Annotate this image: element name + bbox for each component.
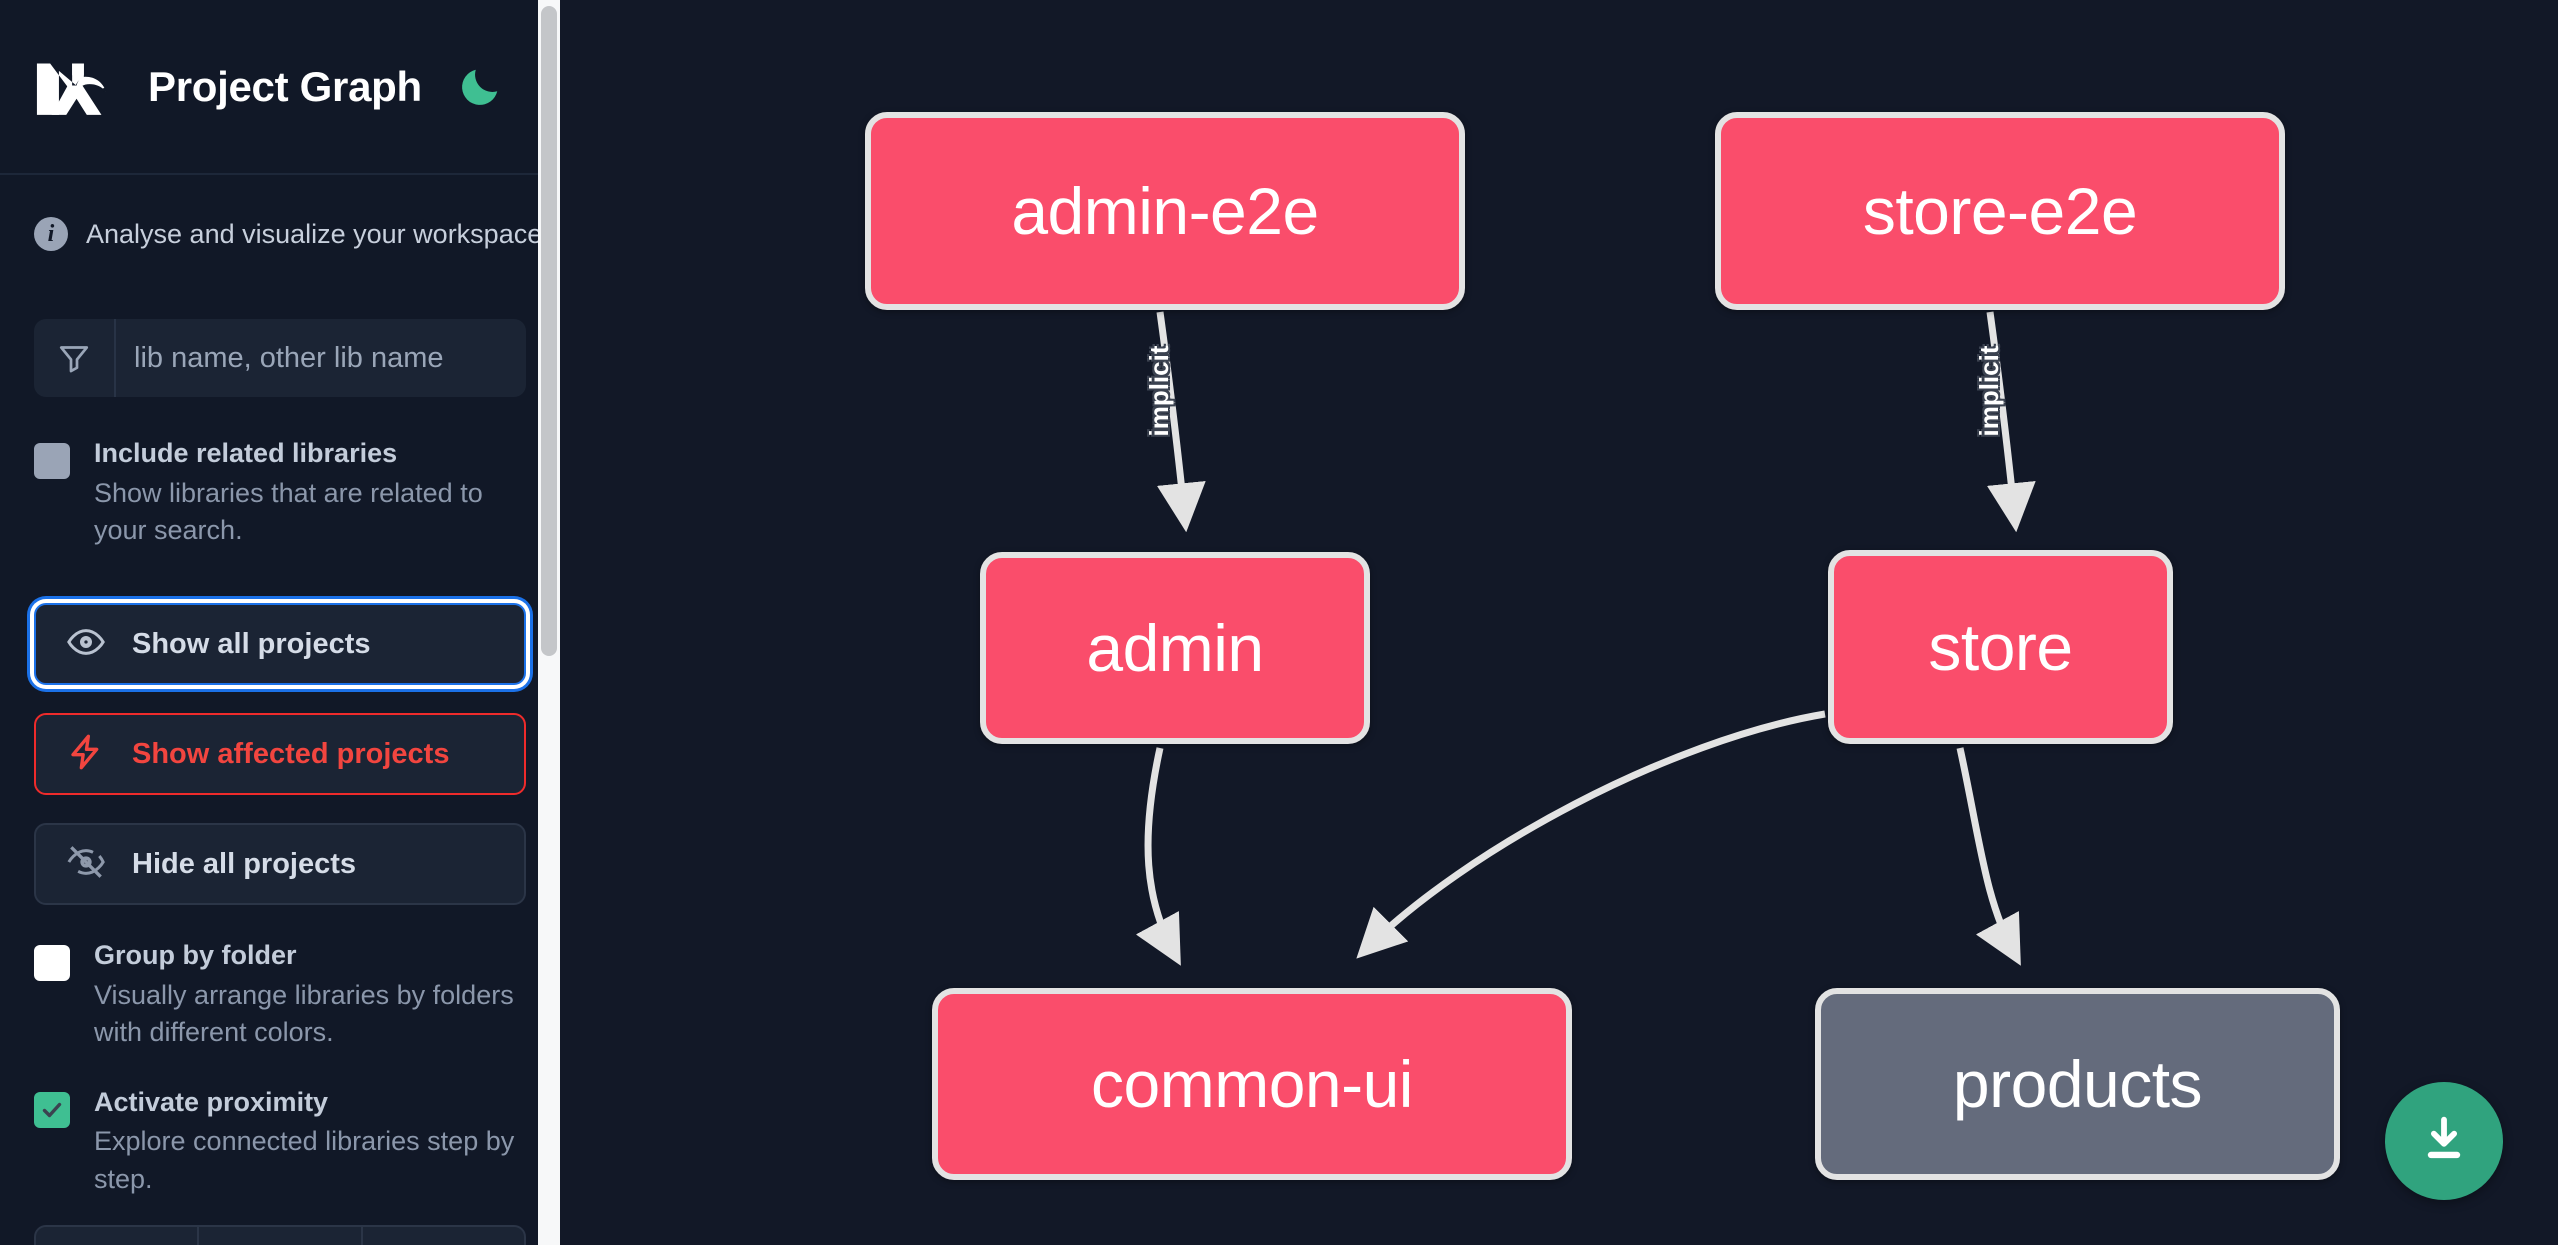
search-input[interactable] xyxy=(116,319,526,397)
graph-node-admin-e2e[interactable]: admin-e2e xyxy=(865,112,1465,310)
node-label: common-ui xyxy=(1091,1047,1413,1121)
download-graph-button[interactable] xyxy=(2385,1082,2503,1200)
visibility-button-group: Show all projects Show affected projects xyxy=(34,603,526,906)
graph-node-products[interactable]: products xyxy=(1815,988,2340,1180)
edge-admin-to-common-ui xyxy=(1135,747,1181,966)
option-label: Include related libraries xyxy=(94,438,398,468)
option-description: Explore connected libraries step by step… xyxy=(94,1126,515,1194)
eye-icon xyxy=(66,622,106,667)
sidebar-scrollbar[interactable] xyxy=(538,0,560,1245)
button-label: Hide all projects xyxy=(132,847,357,880)
edge-admin-e2e-to-admin xyxy=(1156,311,1206,533)
edge-store-e2e-to-store xyxy=(1986,311,2036,533)
sidebar-scrollbar-thumb[interactable] xyxy=(541,6,557,656)
option-label: Group by folder xyxy=(94,940,297,971)
show-affected-projects-button[interactable]: Show affected projects xyxy=(34,713,526,796)
button-label: Show affected projects xyxy=(132,737,450,770)
graph-canvas[interactable]: implicit implicit admin-e2e store-e2e ad… xyxy=(560,0,2558,1245)
sidebar-header: Project Graph xyxy=(0,0,560,175)
edge-label-implicit-store: implicit xyxy=(1974,345,2004,437)
download-icon xyxy=(2415,1110,2473,1173)
sidebar: Project Graph i Analyse and visualize yo… xyxy=(0,0,560,1245)
node-label: admin-e2e xyxy=(1011,174,1319,248)
show-all-projects-button[interactable]: Show all projects xyxy=(34,603,526,686)
workspace-tagline: i Analyse and visualize your workspace. xyxy=(34,175,550,261)
node-label: admin xyxy=(1086,611,1264,685)
tagline-text: Analyse and visualize your workspace. xyxy=(86,218,550,249)
page-title: Project Graph xyxy=(148,62,422,110)
search-field[interactable] xyxy=(34,319,526,397)
graph-node-admin[interactable]: admin xyxy=(980,552,1370,744)
graph-node-store[interactable]: store xyxy=(1828,550,2173,744)
edge-label-implicit-admin: implicit xyxy=(1144,345,1174,437)
graph-node-common-ui[interactable]: common-ui xyxy=(932,988,1572,1180)
button-label: Show all projects xyxy=(132,627,371,660)
node-label: store-e2e xyxy=(1862,174,2138,248)
checkbox-group-by-folder[interactable] xyxy=(34,945,70,982)
option-description: Visually arrange libraries by folders wi… xyxy=(94,980,514,1048)
nx-logo-icon xyxy=(34,56,122,118)
segment-option-2[interactable] xyxy=(199,1227,363,1245)
moon-icon[interactable] xyxy=(456,63,504,111)
option-include-related-libraries[interactable]: Include related libraries Show libraries… xyxy=(34,437,526,549)
segmented-control[interactable] xyxy=(34,1225,526,1245)
lightning-icon xyxy=(66,732,106,777)
node-label: store xyxy=(1928,610,2073,684)
option-activate-proximity[interactable]: Activate proximity Explore connected lib… xyxy=(34,1086,526,1198)
option-group-by-folder[interactable]: Group by folder Visually arrange librari… xyxy=(34,939,526,1051)
filter-icon xyxy=(34,319,116,397)
checkbox-activate-proximity[interactable] xyxy=(34,1091,70,1128)
info-icon: i xyxy=(34,217,68,251)
edge-store-to-products xyxy=(1956,747,2021,966)
checkbox-include-related-libraries[interactable] xyxy=(34,443,70,479)
segment-option-3[interactable] xyxy=(363,1227,524,1245)
hide-all-projects-button[interactable]: Hide all projects xyxy=(34,823,526,906)
option-description: Show libraries that are related to your … xyxy=(94,477,483,545)
segment-option-1[interactable] xyxy=(36,1227,200,1245)
graph-edges xyxy=(1135,311,2036,966)
option-label: Activate proximity xyxy=(94,1086,329,1117)
sidebar-body: i Analyse and visualize your workspace. … xyxy=(0,175,560,1198)
graph-node-store-e2e[interactable]: store-e2e xyxy=(1715,112,2285,310)
edge-store-to-common-ui xyxy=(1356,710,1826,959)
eye-off-icon xyxy=(66,842,106,887)
node-label: products xyxy=(1952,1047,2203,1121)
